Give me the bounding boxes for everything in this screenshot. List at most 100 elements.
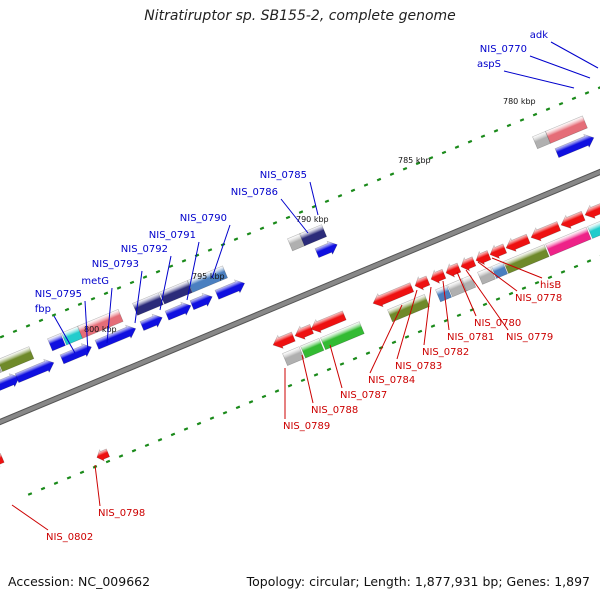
scale-tick [90,296,96,301]
reverse-gene[interactable] [370,281,415,310]
gene-label[interactable]: NIS_0789 [283,421,330,432]
scale-tick [363,183,369,187]
forward-gene[interactable] [164,299,193,322]
scale-tick [547,275,553,280]
scale-tick [12,329,18,334]
reverse-gene[interactable] [587,217,600,239]
gene-label[interactable]: NIS_0792 [121,244,168,255]
label-leader-line [442,280,450,331]
forward-gene[interactable] [77,309,124,339]
scale-tick [272,221,278,225]
reverse-gene[interactable] [292,323,314,343]
reverse-gene[interactable] [282,346,305,366]
reverse-gene[interactable] [270,330,296,351]
gene-label[interactable]: NIS_0783 [395,361,442,372]
forward-gene[interactable] [0,359,3,377]
reverse-gene[interactable] [528,220,562,244]
forward-gene[interactable] [159,280,193,305]
forward-gene[interactable] [0,346,35,373]
scale-tick [545,107,551,111]
gene-label[interactable]: NIS_0788 [311,405,358,416]
forward-gene[interactable] [59,341,94,366]
gene-label[interactable]: NIS_0793 [92,259,139,270]
scale-tick [170,432,176,437]
forward-gene[interactable] [94,322,138,351]
forward-gene[interactable] [532,130,551,150]
reverse-gene[interactable] [458,255,477,273]
reverse-gene[interactable] [487,242,508,261]
gene-label[interactable]: NIS_0780 [474,318,521,329]
forward-gene[interactable] [554,131,596,159]
gene-label[interactable]: NIS_0790 [180,213,227,224]
gene-label[interactable]: NIS_0778 [515,293,562,304]
gene-label[interactable]: hisB [540,280,561,291]
gene-label[interactable]: fbp [35,304,51,315]
reverse-gene[interactable] [558,209,586,231]
forward-gene[interactable] [189,290,215,311]
forward-gene[interactable] [14,356,56,384]
scale-tick [493,129,499,133]
reverse-gene[interactable] [503,244,550,274]
scale-tick [573,264,579,269]
scale-tick [350,188,356,193]
reverse-gene[interactable] [412,274,431,292]
forward-gene[interactable] [47,333,66,352]
forward-gene[interactable] [545,115,588,144]
gene-label[interactable]: NIS_0798 [98,508,145,519]
gene-label[interactable]: NIS_0802 [46,532,93,543]
forward-gene[interactable] [314,238,340,259]
gene-label[interactable]: NIS_0770 [480,44,527,55]
reverse-gene[interactable] [300,337,325,359]
reverse-gene[interactable] [582,199,600,221]
reverse-gene[interactable] [0,451,5,468]
reverse-gene[interactable] [473,249,492,267]
forward-gene[interactable] [132,292,164,316]
reverse-gene[interactable] [503,232,531,254]
label-leader-line [211,224,231,279]
gene-label[interactable]: NIS_0795 [35,289,82,300]
label-leader-line [53,315,76,354]
forward-gene[interactable] [187,265,228,293]
label-leader-line [106,287,113,344]
gene-label[interactable]: NIS_0791 [149,230,196,241]
forward-gene[interactable] [299,224,328,247]
label-leader-line [550,41,599,69]
gene-label[interactable]: NIS_0785 [260,170,307,181]
scale-tick [233,237,239,241]
gene-label[interactable]: aspS [477,59,501,70]
gene-label[interactable]: NIS_0781 [447,332,494,343]
scale-tick [339,362,345,366]
reverse-gene[interactable] [428,267,447,285]
reverse-gene[interactable] [387,294,430,323]
genome-backbone-highlight [0,169,600,425]
gene-label[interactable]: NIS_0786 [231,187,278,198]
scale-tick [376,177,382,182]
gene-label[interactable]: metG [81,276,109,287]
gene-label[interactable]: NIS_0784 [368,375,415,386]
label-leader-line [84,300,89,353]
scale-tick [430,324,436,328]
scale-tick [324,199,330,204]
reverse-gene[interactable] [435,284,452,303]
scale-label: 785 kbp [398,156,431,165]
gene-label[interactable]: NIS_0782 [422,347,469,358]
gene-label[interactable]: adk [530,30,548,41]
scale-tick [571,96,577,101]
scale-tick [53,481,59,485]
reverse-gene[interactable] [320,321,365,351]
label-leader-line [456,271,477,317]
forward-gene[interactable] [0,371,22,402]
scale-tick [404,335,410,339]
reverse-gene[interactable] [95,447,111,463]
scale-tick [181,259,187,263]
scale-tick [168,264,174,269]
reverse-gene[interactable] [308,309,347,336]
forward-gene[interactable] [214,277,247,301]
scale-tick [584,91,590,95]
reverse-gene[interactable] [545,226,592,257]
forward-gene[interactable] [139,311,165,332]
scale-tick [415,161,421,166]
gene-label[interactable]: NIS_0779 [506,332,553,343]
gene-label[interactable]: NIS_0787 [340,390,387,401]
